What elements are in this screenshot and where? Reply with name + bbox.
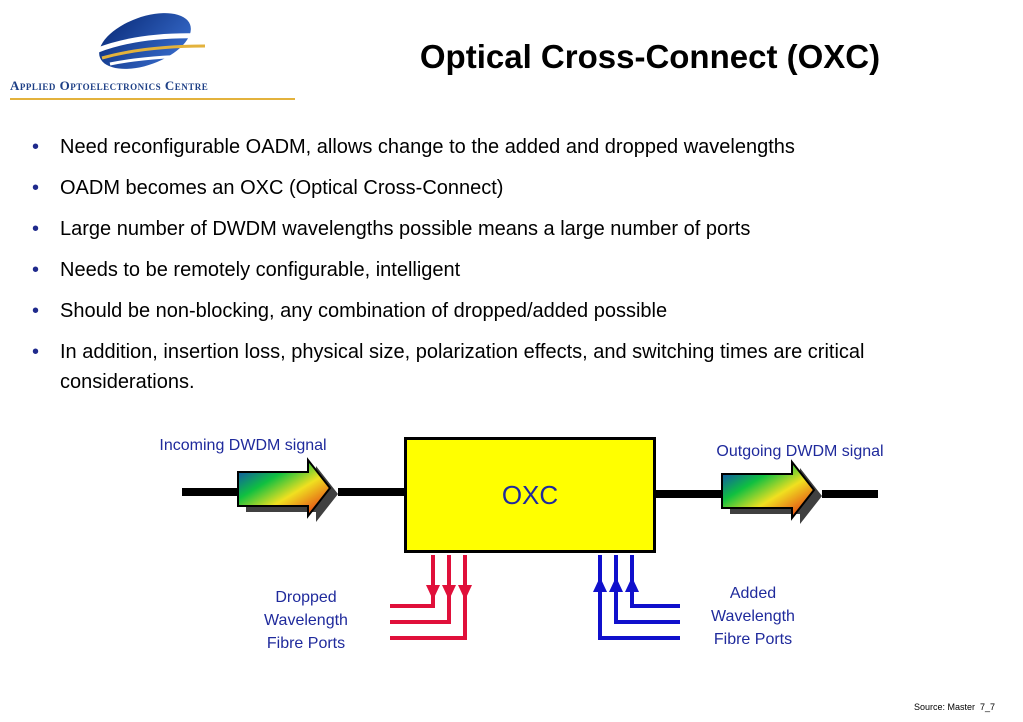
outgoing-signal-label: Outgoing DWDM signal: [716, 443, 884, 460]
bullet-item: In addition, insertion loss, physical si…: [30, 337, 990, 397]
oxc-box: OXC: [404, 437, 656, 553]
logo-org-name: Applied Optoelectronics Centre: [10, 78, 209, 93]
outgoing-signal-arrow-icon: [721, 459, 822, 524]
dropped-arrowheads-icon: [426, 585, 472, 600]
bullet-list: Need reconfigurable OADM, allows change …: [30, 132, 990, 408]
dropped-ports: [390, 555, 467, 640]
dropped-ports-label: Dropped Wavelength Fibre Ports: [236, 586, 376, 655]
added-label-line: Wavelength: [711, 608, 795, 625]
bullet-item: Need reconfigurable OADM, allows change …: [30, 132, 990, 162]
added-ports-label: Added Wavelength Fibre Ports: [683, 582, 823, 651]
bullet-item: Needs to be remotely configurable, intel…: [30, 255, 990, 285]
incoming-signal-label: Incoming DWDM signal: [159, 437, 327, 454]
bullet-item: Large number of DWDM wavelengths possibl…: [30, 214, 990, 244]
logo-swoosh-icon: [97, 13, 206, 69]
added-label-line: Fibre Ports: [713, 631, 793, 648]
bullet-item: OADM becomes an OXC (Optical Cross-Conne…: [30, 173, 990, 203]
source-footnote: Source: Master 7_7: [913, 702, 995, 712]
logo: Applied Optoelectronics Centre: [0, 0, 300, 110]
added-label-line: Added: [729, 585, 777, 602]
oxc-box-label: OXC: [501, 479, 559, 510]
added-arrowheads-icon: [593, 577, 639, 592]
added-ports: [598, 555, 680, 640]
dropped-label-line: Wavelength: [264, 612, 348, 629]
slide-title: Optical Cross-Connect (OXC): [419, 38, 881, 75]
logo-underline: [10, 98, 295, 100]
bullet-item: Should be non-blocking, any combination …: [30, 296, 990, 326]
incoming-signal-arrow-icon: [237, 457, 338, 522]
dropped-label-line: Fibre Ports: [266, 635, 346, 652]
dropped-label-line: Dropped: [275, 589, 337, 606]
